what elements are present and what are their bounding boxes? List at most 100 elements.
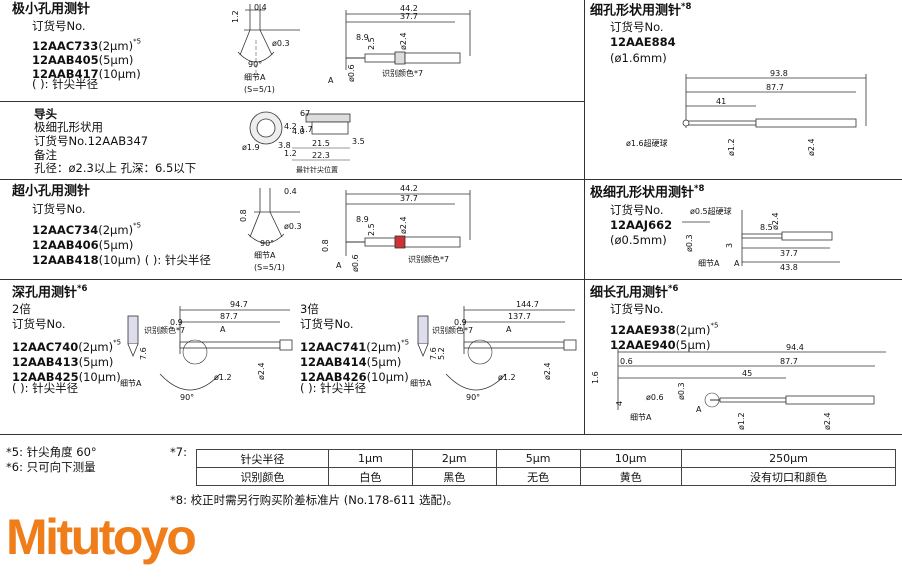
stylus-drawing: 93.8 87.7 41 ø1.6超硬球 ø1.2 ø2.4 [626,69,867,156]
dim-label: 7.6 [139,347,148,360]
table-cell: 没有切口和颜色 [680,467,897,486]
code-row: 12AAB405(5μm) [32,53,134,67]
order-label: 订货号No. [32,202,86,216]
dim-label: 0.9 [170,318,183,327]
dim-label: 90° [248,60,262,69]
dim-label: ø2.4 [399,32,408,50]
dim-label: 4 [615,401,624,406]
dim-label: 144.7 [516,300,539,309]
order-label: 订货号No. [12,317,66,331]
multiplier-label: 3倍 [300,302,319,316]
stylus-drawing: 44.2 37.7 8.9 2.5 ø2.4 ø0.6 A 识别颜色*7 [328,4,471,85]
dim-label: ø2.4 [771,212,780,230]
dim-label: ø1.2 [727,138,736,156]
dim-label: 41 [716,97,726,106]
dim-label: 93.8 [770,69,788,78]
dim-label: 1.2 [284,149,297,158]
detail-label: 细节A [254,250,276,260]
guide-title: 导头 [34,107,57,121]
table-cell: 识别颜色 [196,467,329,486]
section-title: 细长孔用测针*6 [590,284,679,301]
code-row: 12AAB417(10μm) [32,67,141,81]
detail-a-drawing: 0.4 1.2 ø0.3 90° 细节A (S=5/1) [231,3,300,94]
table-cell: 黄色 [579,467,682,486]
dim-label: 3 [725,243,734,248]
code-row: 12AAB418(10μm)( ): 针尖半径 [32,253,211,267]
dim-label: 44.2 [400,184,418,193]
divider-l2 [0,179,584,180]
guide-note: 孔径：ø2.3以上 孔深：6.5以下 [34,161,197,175]
dim-label: 67 [300,109,310,118]
dim-label: 90° [466,393,480,402]
dim-label: 最针针尖位置 [296,165,338,174]
dim-label: 3.5 [352,137,365,146]
detail-ref: A [506,325,512,334]
dim-label: ø2.4 [399,216,408,234]
detail-label: 细节A [698,258,720,268]
code-row: 12AAC734(2μm)*5 [32,221,142,237]
dim-label: 45 [742,369,752,378]
section-title: 极小孔用测针 [12,2,91,17]
code-row: 12AAC740(2μm)*5 [12,338,122,354]
dim-label: 2.5 [367,223,376,236]
dim-label: 1.2 [231,10,240,23]
code-row: 12AAE940(5μm) [610,338,711,352]
dim-label: 4.2 [284,122,297,131]
dim-label: 4.0 [292,127,305,136]
code-row: 12AAB414(5μm) [300,355,402,369]
footnote-8: *8: 校正时需另行购买阶差标准片 (No.178-611 选配)。 [170,493,459,507]
dim-label: 37.7 [400,194,418,203]
detail-ref: A [220,325,226,334]
dim-label: 87.7 [780,357,798,366]
dim-label: ø1.6超硬球 [626,138,668,148]
order-code: 12AAE884 [610,35,676,49]
dim-label: 137.7 [508,312,531,321]
deep-stylus-2x-drawing: 94.7 87.7 0.9 识别颜色*7 A 7.6 ø1.2 ø2.4 90°… [120,300,293,402]
stylus-drawing: 94.4 87.7 45 0.6 1.6 4 ø0.3 ø0.6 ø1.2 ø2… [591,343,886,430]
order-label: 订货号No. [610,20,664,34]
dim-label: ø0.6 [351,254,360,272]
divider-mid [0,279,902,280]
dim-label: 90° [260,239,274,248]
diameter-label: (ø0.5mm) [610,233,667,247]
dim-label: ø0.3 [685,234,694,252]
dim-label: ø1.9 [242,143,260,152]
dim-label: ø1.2 [737,412,746,430]
dim-label: ø2.4 [543,362,552,380]
code-row: 12AAB425(10μm) [12,370,121,384]
dim-label: ø2.4 [807,138,816,156]
dim-label: 8.9 [356,215,369,224]
dim-label: 8.5 [760,223,773,232]
dim-label: 0.4 [254,3,267,12]
section-title: 超小孔用测针 [12,184,91,199]
detail-label: 细节A [410,378,432,388]
dim-label: 44.2 [400,4,418,13]
dim-label: 0.9 [454,318,467,327]
table-cell: 2μm [411,449,497,468]
dim-label: 94.7 [230,300,248,309]
order-label: 订货号No. [610,203,664,217]
divider-l1 [0,101,584,102]
dim-label: 7.6 [429,347,438,360]
dim-label: 8.9 [356,33,369,42]
guide-drawing: 67 4.2 1.7 ø1.9 1.2 3.8 21.5 22.3 3.5 4.… [242,109,365,174]
color-id-label: 识别颜色*7 [432,325,473,335]
dim-label: 1.7 [300,125,313,134]
guide-line: 极细孔形状用 [34,120,103,134]
section-title: 深孔用测针*6 [12,284,88,301]
dim-label: ø1.2 [498,373,516,382]
dim-label: ø2.4 [257,362,266,380]
dim-label: 43.8 [780,263,798,272]
dim-label: 37.7 [400,12,418,21]
detail-ref: A [696,405,702,414]
detail-ref: A [328,76,334,85]
radius-note: ( ): 针尖半径 [12,381,79,395]
detail-ref: A [336,261,342,270]
dim-label: ø0.3 [284,222,302,231]
dim-label: 37.7 [780,249,798,258]
code-row: 12AAB426(10μm) [300,370,409,384]
table-cell: 10μm [579,449,682,468]
code-row: 12AAB413(5μm) [12,355,114,369]
dim-label: 0.4 [284,187,297,196]
dim-label: 87.7 [766,83,784,92]
